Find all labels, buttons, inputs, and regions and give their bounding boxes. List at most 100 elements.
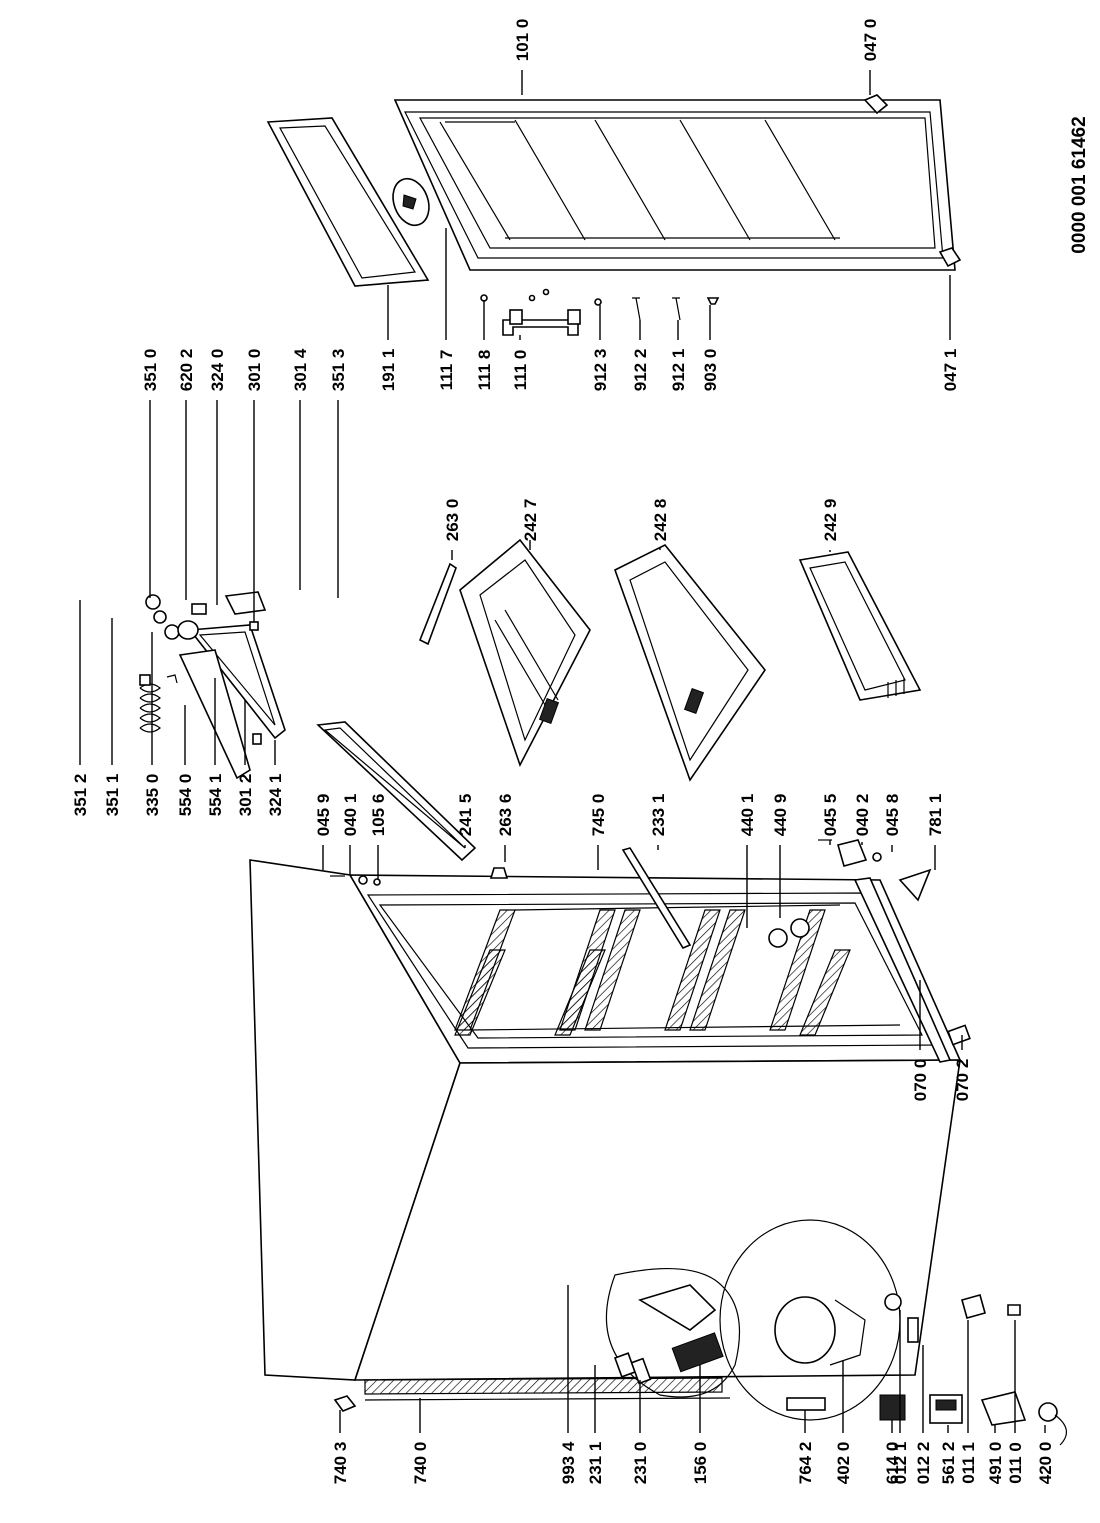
plinth-070-0 <box>853 877 952 1063</box>
part-number-text: 335 0 <box>143 774 162 817</box>
evaporator-shelves <box>454 904 901 1036</box>
cabinet-body <box>249 839 971 1412</box>
part-420-0 <box>1038 1402 1058 1422</box>
part-number-text: 012 1 <box>891 1442 910 1485</box>
part-label-242-7: 242 7 <box>521 499 540 550</box>
part-number-text: 105 6 <box>369 794 388 837</box>
part-label-301-4: 301 4 <box>291 348 310 590</box>
part-label-301-2: 301 2 <box>236 700 255 816</box>
part-number-text: 012 2 <box>914 1442 933 1485</box>
part-number-text: 111 7 <box>437 350 456 391</box>
part-label-047-0: 047 0 <box>861 19 880 95</box>
part-number-text: 242 8 <box>651 499 670 542</box>
part-number-text: 420 0 <box>1036 1442 1055 1485</box>
filter-764-2 <box>786 1397 826 1411</box>
part-label-440-9: 440 9 <box>771 794 790 918</box>
part-label-745-0: 745 0 <box>589 794 608 870</box>
compressor-area <box>605 1219 1021 1421</box>
part-number-text: 040 1 <box>341 794 360 837</box>
part-label-105-6: 105 6 <box>369 794 388 880</box>
part-label-233-1: 233 1 <box>649 794 668 850</box>
baskets-assembly <box>316 538 922 862</box>
part-label-620-2: 620 2 <box>177 349 196 600</box>
part-number-text: 620 2 <box>177 349 196 392</box>
part-label-045-5: 045 5 <box>821 794 840 845</box>
part-number-text: 045 8 <box>883 794 902 837</box>
part-label-440-1: 440 1 <box>738 794 757 928</box>
part-614-0 <box>879 1394 906 1421</box>
drain-plug-440-1 <box>768 928 788 948</box>
part-number-text: 903 0 <box>701 349 720 392</box>
part-label-912-3: 912 3 <box>591 305 610 391</box>
part-number-text: 156 0 <box>691 1442 710 1485</box>
part-number-text: 740 0 <box>411 1442 430 1485</box>
part-number-text: 242 9 <box>821 499 840 542</box>
part-label-301-0: 301 0 <box>245 349 264 622</box>
part-number-text: 101 0 <box>513 19 532 62</box>
hinge-bottom-part <box>938 247 962 268</box>
part-491-0 <box>980 1391 1027 1426</box>
part-label-012-2: 012 2 <box>914 1345 933 1484</box>
part-label-242-9: 242 9 <box>821 499 840 552</box>
part-label-012-1: 012 1 <box>891 1310 910 1484</box>
cabinet-side <box>353 1059 961 1381</box>
diagram-serial-number: 0000 001 61462 <box>1069 116 1090 253</box>
part-number-text: 111 0 <box>511 350 530 391</box>
part-number-text: 440 1 <box>738 794 757 837</box>
part-label-040-2: 040 2 <box>853 794 872 845</box>
part-number-text: 745 0 <box>589 794 608 837</box>
part-number-text: 781 1 <box>926 794 945 837</box>
part-231-0 <box>630 1357 652 1385</box>
part-label-070-0: 070 0 <box>911 980 930 1101</box>
part-number-text: 301 0 <box>245 349 264 392</box>
hinge-top-part <box>863 94 889 115</box>
part-740-3 <box>333 1395 357 1412</box>
grommet-012-2 <box>907 1317 919 1343</box>
part-number-text: 324 0 <box>208 349 227 392</box>
part-number-text: 301 4 <box>291 348 310 391</box>
compressor-402-0 <box>774 1296 836 1364</box>
part-number-text: 351 2 <box>71 774 90 817</box>
basket-242-7 <box>459 538 591 768</box>
part-number-text: 351 1 <box>103 774 122 817</box>
part-number-text: 011 0 <box>1006 1442 1025 1484</box>
part-label-047-1: 047 1 <box>941 275 960 391</box>
part-label-040-1: 040 1 <box>341 794 360 875</box>
part-label-740-3: 740 3 <box>331 1410 350 1484</box>
part-number-text: 047 1 <box>941 349 960 392</box>
part-number-text: 111 8 <box>475 350 494 391</box>
part-label-045-9: 045 9 <box>314 794 333 870</box>
part-label-263-6: 263 6 <box>496 794 515 862</box>
hinge-040-2 <box>837 839 868 867</box>
part-number-text: 351 0 <box>141 349 160 392</box>
part-number-text: 070 2 <box>953 1059 972 1102</box>
part-number-text: 614 0 <box>883 1442 902 1485</box>
part-number-text: 070 0 <box>911 1059 930 1102</box>
part-label-111-0: 111 0 <box>511 335 530 390</box>
door-gasket <box>266 117 430 287</box>
part-label-402-0: 402 0 <box>834 1360 853 1484</box>
part-label-912-1: 912 1 <box>669 320 688 391</box>
part-label-781-1: 781 1 <box>926 794 945 870</box>
part-label-554-0: 554 0 <box>176 705 195 816</box>
part-number-text: 764 2 <box>796 1442 815 1485</box>
part-label-912-2: 912 2 <box>631 320 650 391</box>
electrical-box-outline <box>605 1267 741 1398</box>
part-label-231-0: 231 0 <box>631 1380 650 1484</box>
part-number-text: 351 3 <box>329 349 348 392</box>
part-label-242-8: 242 8 <box>651 499 670 550</box>
part-number-text: 324 1 <box>266 774 285 817</box>
condenser-740-0 <box>364 1377 723 1395</box>
electrical-parts <box>879 1391 1067 1446</box>
part-number-text: 993 4 <box>559 1441 578 1484</box>
basket-242-9 <box>798 551 922 701</box>
part-label-045-8: 045 8 <box>883 794 902 852</box>
part-number-text: 011 1 <box>959 1442 978 1484</box>
part-number-text: 241 5 <box>456 794 475 837</box>
part-label-351-0: 351 0 <box>141 349 160 598</box>
part-number-text: 045 9 <box>314 794 333 837</box>
part-label-740-0: 740 0 <box>411 1398 430 1484</box>
door-assembly <box>266 94 962 336</box>
basket-clip-263-0 <box>418 562 457 646</box>
